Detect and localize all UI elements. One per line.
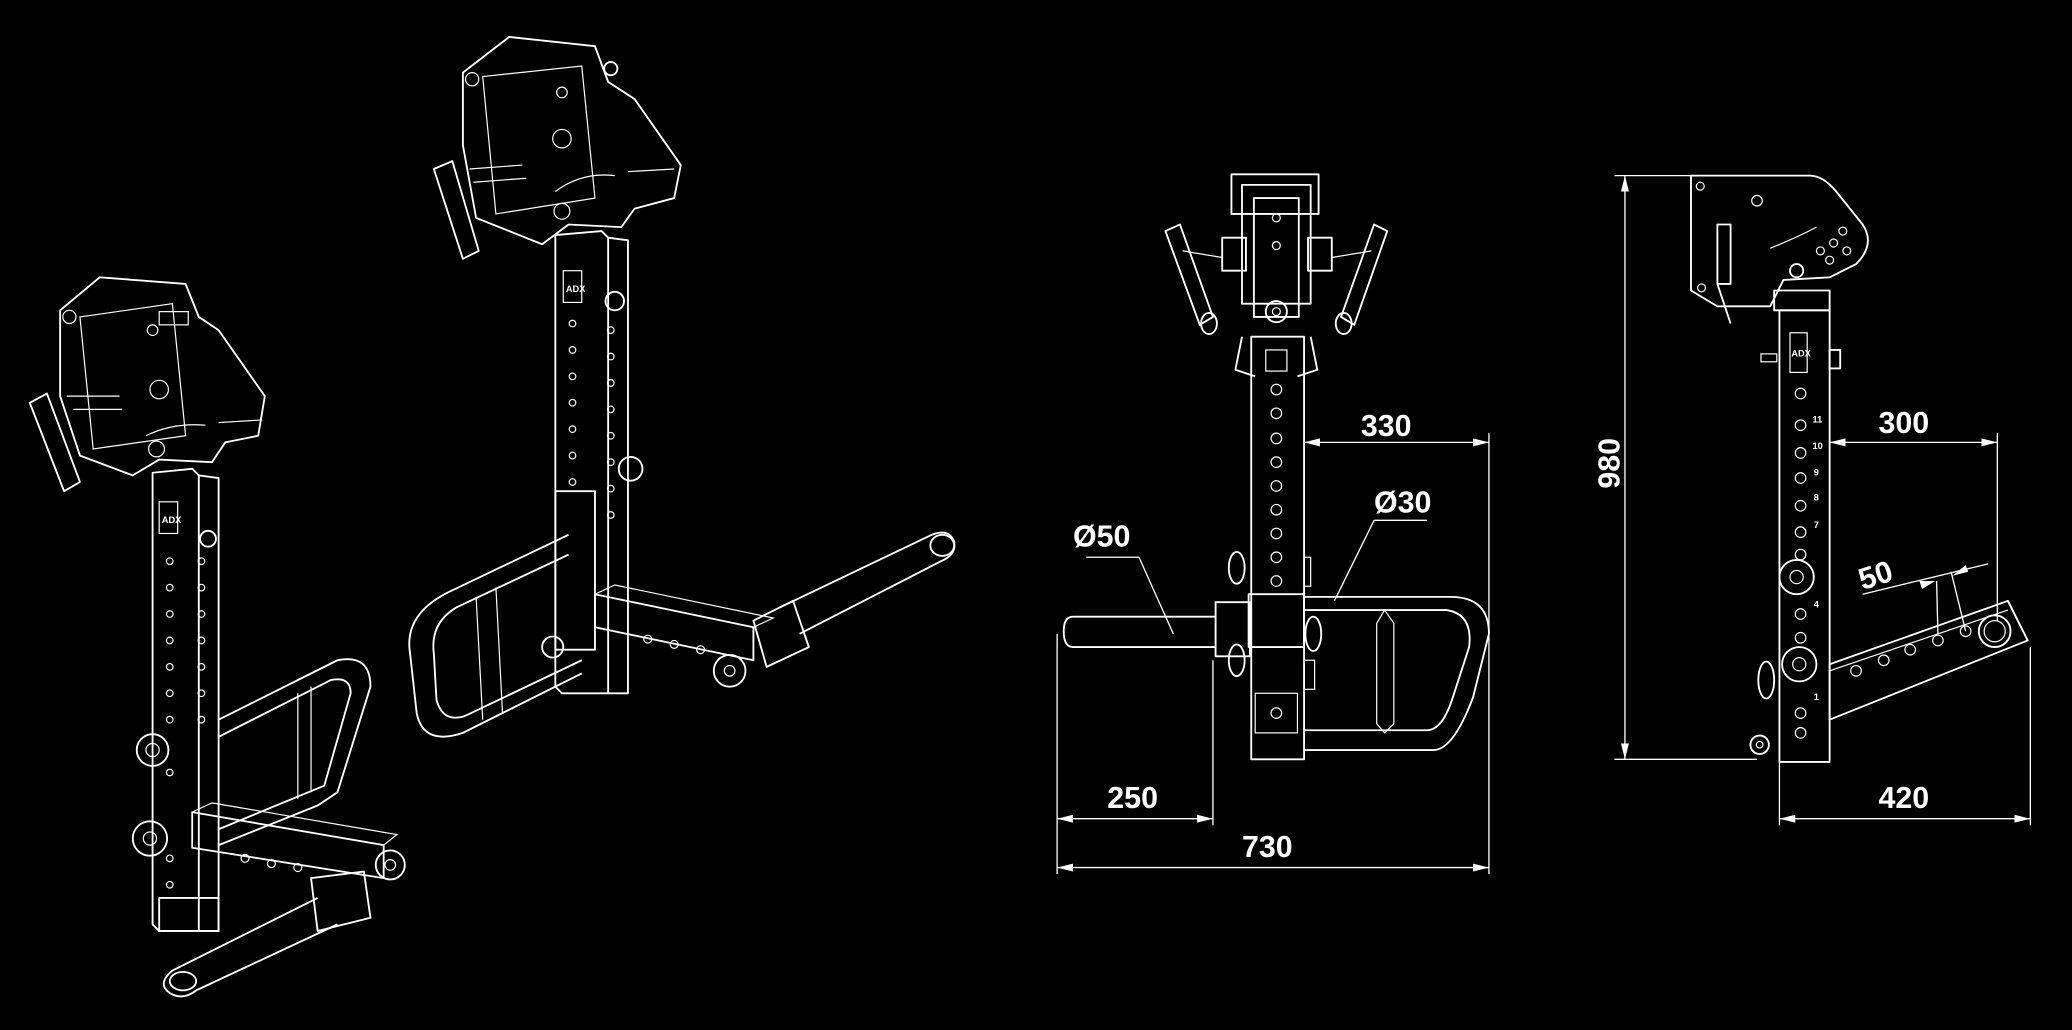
dim-730: 730 bbox=[1242, 831, 1293, 864]
svg-text:8: 8 bbox=[1814, 492, 1819, 502]
dim-300: 300 bbox=[1878, 407, 1929, 440]
isometric-view-left: ADX bbox=[28, 276, 406, 998]
post-holes bbox=[165, 557, 206, 889]
dim-50: 50 bbox=[1855, 555, 1897, 597]
svg-text:4: 4 bbox=[1814, 599, 1820, 609]
dim-980: 980 bbox=[1594, 438, 1627, 489]
post-logo: ADX bbox=[162, 515, 182, 525]
svg-text:1: 1 bbox=[1814, 692, 1819, 702]
dim-diameter-30: Ø30 bbox=[1374, 486, 1431, 519]
svg-text:10: 10 bbox=[1812, 441, 1822, 451]
side-dimensions: 980 300 50 420 bbox=[1594, 174, 2032, 826]
dim-420: 420 bbox=[1878, 782, 1929, 815]
svg-text:7: 7 bbox=[1814, 520, 1819, 530]
side-post-logo: ADX bbox=[1791, 349, 1811, 359]
front-view: 330 Ø30 Ø50 250 730 bbox=[1056, 173, 1490, 875]
dim-250: 250 bbox=[1107, 782, 1158, 815]
dim-diameter-50: Ø50 bbox=[1073, 521, 1130, 554]
front-dimensions: 330 Ø30 Ø50 250 730 bbox=[1056, 410, 1490, 875]
side-view: ADX 11 10 9 8 7 4 1 bbox=[1594, 174, 2032, 826]
front-post-holes bbox=[1270, 383, 1283, 719]
svg-text:11: 11 bbox=[1812, 415, 1822, 425]
post-logo-2: ADX bbox=[566, 284, 586, 294]
side-post-holes bbox=[1794, 387, 1807, 739]
isometric-view-right: ADX bbox=[408, 36, 956, 738]
svg-text:9: 9 bbox=[1814, 467, 1819, 477]
hole-numbers: 11 10 9 8 7 4 1 bbox=[1812, 415, 1822, 702]
dim-330: 330 bbox=[1361, 410, 1412, 443]
